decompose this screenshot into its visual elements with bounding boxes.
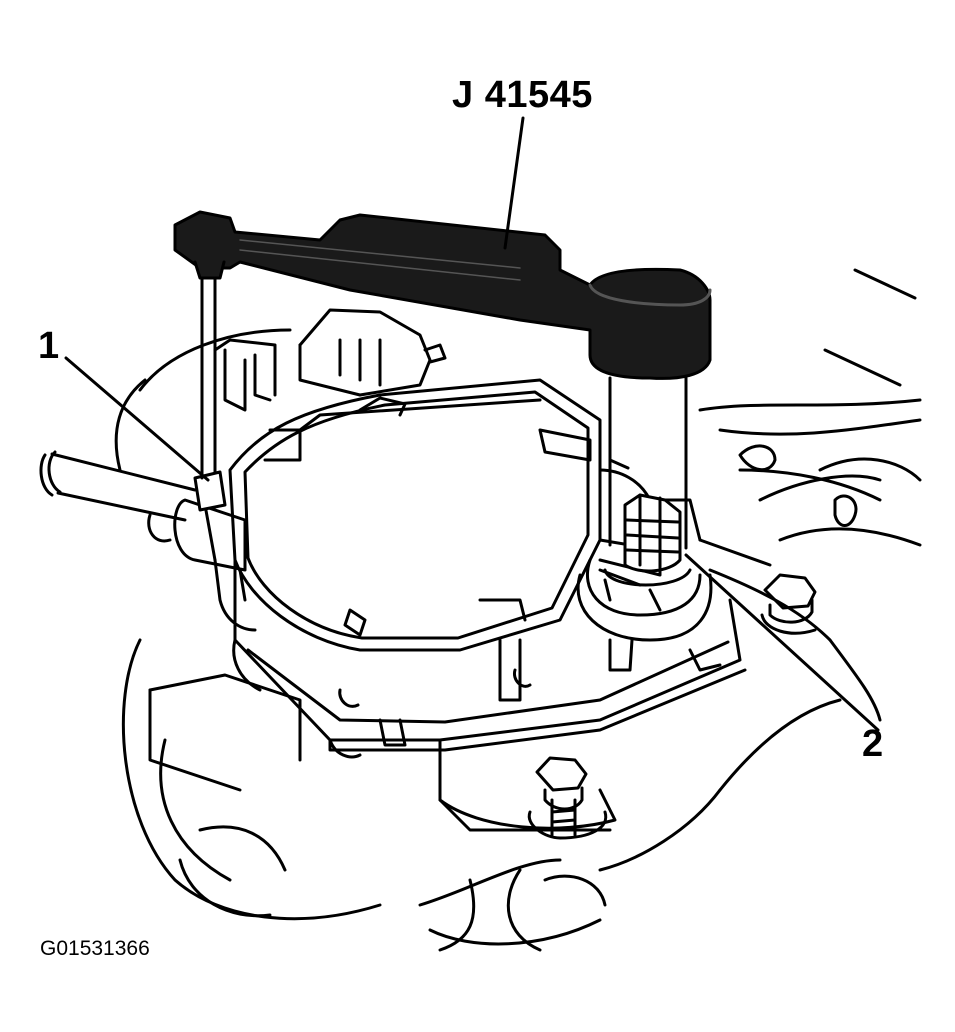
manual-shaft <box>576 493 713 642</box>
rear-bolt <box>760 573 817 635</box>
figure-id: G01531366 <box>40 937 150 960</box>
tool-label: J 41545 <box>452 74 593 116</box>
electrical-connector <box>213 308 447 412</box>
hose-fitting <box>39 450 257 632</box>
leader-2 <box>684 553 880 732</box>
locating-pin <box>193 273 227 512</box>
actuator-housing <box>228 378 747 759</box>
callout-2: 2 <box>862 723 884 765</box>
callout-1: 1 <box>38 325 60 367</box>
tool-j41545 <box>173 210 712 550</box>
engine-block <box>114 268 922 952</box>
bracket-bolt <box>438 738 617 840</box>
leader-lines <box>64 116 880 732</box>
leader-tool <box>503 116 525 250</box>
leader-1 <box>64 356 210 482</box>
